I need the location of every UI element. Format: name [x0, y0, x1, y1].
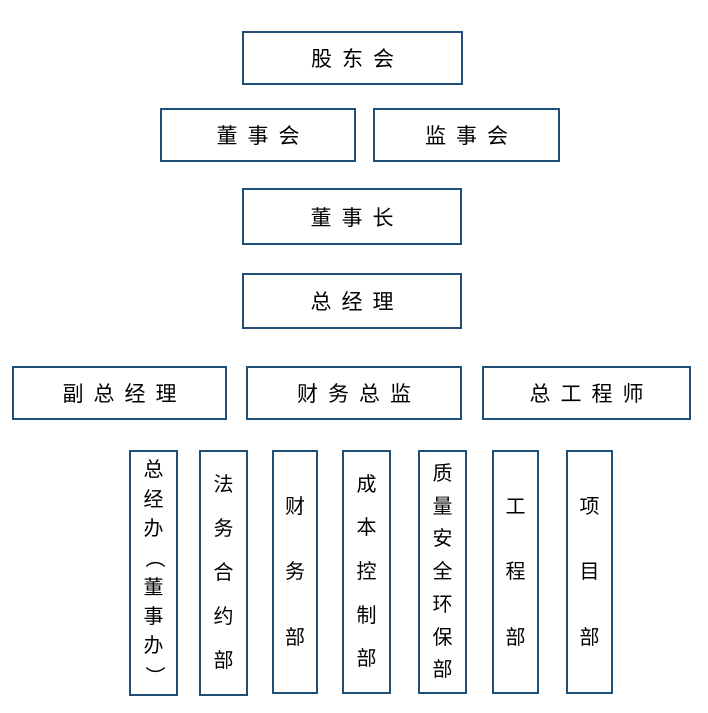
org-box-finance-director: 财务总监: [246, 366, 462, 420]
org-box-label: 工程部: [494, 452, 537, 692]
org-box-label: 总工程师: [529, 382, 654, 406]
vertical-char: （: [142, 548, 165, 569]
vertical-char: 制: [356, 604, 377, 627]
vertical-char: 程: [505, 561, 526, 583]
org-box-label: 总经理: [310, 290, 404, 314]
vertical-char: 合: [213, 562, 234, 584]
org-box-label: 法务合约部: [201, 452, 246, 694]
vertical-char: 目: [579, 561, 600, 583]
vertical-char: 务: [285, 561, 305, 583]
vertical-char: 部: [285, 626, 305, 649]
vertical-char: 控: [356, 560, 377, 583]
vertical-char: 质: [432, 462, 453, 485]
vertical-char: 保: [432, 626, 453, 649]
org-box-project-dept: 项目部: [566, 450, 613, 694]
org-box-label: 董事会: [216, 124, 310, 148]
org-box-shareholders-meeting: 股东会: [242, 31, 463, 85]
org-box-chief-engineer: 总工程师: [482, 366, 691, 420]
org-box-label: 质量安全环保部: [420, 452, 465, 692]
vertical-char: 办: [143, 517, 164, 540]
org-box-supervisory-board: 监事会: [373, 108, 560, 162]
org-box-label: 总经办（董事办）: [131, 452, 176, 694]
org-box-general-manager: 总经理: [242, 273, 462, 329]
org-box-board-of-directors: 董事会: [160, 108, 356, 162]
org-box-label: 股东会: [311, 47, 404, 71]
org-box-quality-safety-env-dept: 质量安全环保部: [418, 450, 467, 694]
vertical-char: 部: [356, 648, 377, 671]
vertical-char: 安: [432, 528, 453, 551]
vertical-char: 务: [213, 518, 234, 540]
vertical-char: 约: [213, 606, 234, 628]
org-box-deputy-general-manager: 副总经理: [12, 366, 227, 420]
org-box-label: 董事长: [310, 205, 404, 230]
org-box-gm-office: 总经办（董事办）: [129, 450, 178, 696]
vertical-char: 办: [143, 635, 164, 658]
org-box-cost-control-dept: 成本控制部: [342, 450, 391, 694]
vertical-char: 董: [143, 576, 164, 599]
vertical-char: 部: [213, 650, 234, 672]
vertical-char: 全: [432, 561, 453, 583]
vertical-char: 财: [285, 495, 305, 518]
org-box-label: 监事会: [425, 124, 518, 148]
vertical-char: 量: [432, 495, 453, 518]
vertical-char: 经: [143, 488, 164, 511]
vertical-char: 成: [356, 473, 377, 496]
org-box-label: 成本控制部: [344, 452, 389, 692]
vertical-char: 部: [579, 626, 600, 649]
org-box-chairman: 董事长: [242, 188, 462, 245]
vertical-char: 总: [143, 459, 164, 482]
org-box-label: 财务总监: [297, 382, 421, 406]
vertical-char: 本: [356, 517, 377, 540]
org-box-label: 项目部: [568, 452, 611, 692]
org-box-engineering-dept: 工程部: [492, 450, 539, 694]
vertical-char: 工: [505, 495, 526, 518]
vertical-char: 项: [579, 495, 600, 518]
vertical-char: 事: [143, 605, 164, 628]
vertical-char: ）: [142, 665, 165, 686]
vertical-char: 部: [432, 659, 453, 682]
vertical-char: 环: [432, 593, 453, 616]
org-box-finance-dept: 财务部: [272, 450, 318, 694]
org-box-legal-contract-dept: 法务合约部: [199, 450, 248, 696]
org-box-label: 财务部: [274, 452, 316, 692]
vertical-char: 部: [505, 626, 526, 649]
vertical-char: 法: [213, 474, 234, 496]
org-box-label: 副总经理: [62, 382, 187, 406]
